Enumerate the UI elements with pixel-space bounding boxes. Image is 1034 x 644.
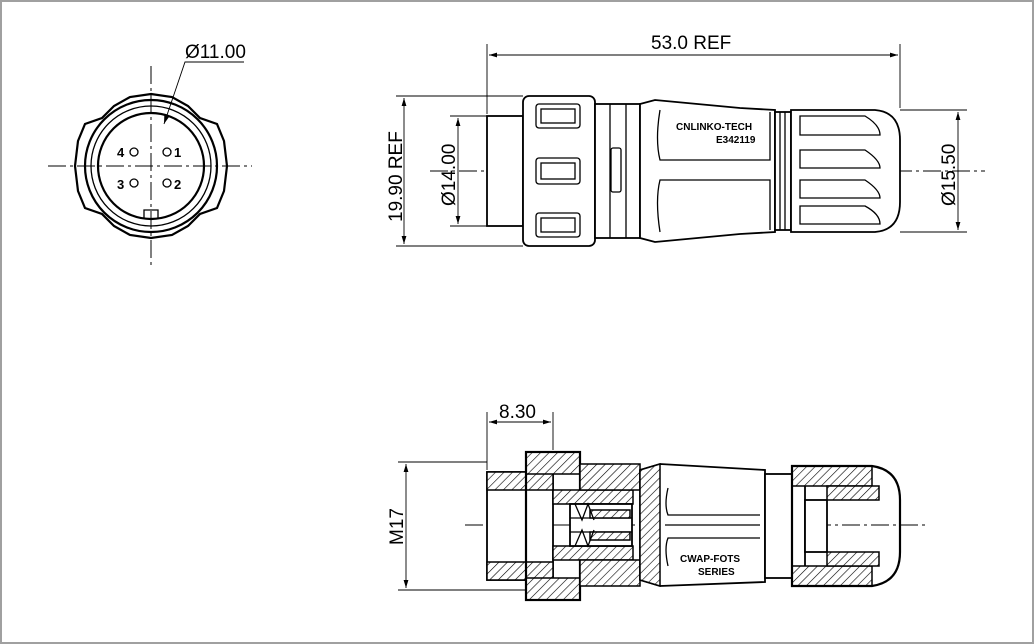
body-panel-line-top xyxy=(665,487,760,516)
contact-spring-bottom xyxy=(574,528,595,548)
front-diameter-label: Ø11.00 xyxy=(185,42,246,63)
locking-ring xyxy=(594,103,641,239)
nut-grip-top xyxy=(535,103,581,129)
nut-grip-mid xyxy=(535,157,581,185)
outer-ring xyxy=(83,98,219,234)
front-view: 4 1 3 2 Ø11.00 xyxy=(48,42,252,268)
thread-label: M17 xyxy=(387,508,408,545)
middle-ring xyxy=(90,105,212,227)
pin-label-2: 2 xyxy=(174,177,181,192)
pin-3 xyxy=(129,178,139,188)
nut-grip-bottom-inner xyxy=(540,217,576,233)
gland-diameter-label: Ø15.50 xyxy=(939,144,960,206)
brand-text: CNLINKO-TECH xyxy=(676,122,752,133)
nut-grip-bottom xyxy=(535,212,581,238)
contact-spring-top xyxy=(574,502,595,522)
gland-rib-1 xyxy=(799,115,881,136)
front-sleeve xyxy=(486,115,524,227)
pin-label-4: 4 xyxy=(117,145,125,160)
coupling-nut-outline xyxy=(73,92,229,240)
nut-wall-top xyxy=(525,451,581,475)
pin-2 xyxy=(162,178,172,188)
connector-body xyxy=(639,99,776,243)
nut-diameter-label: Ø14.00 xyxy=(439,144,460,206)
nut-grip-mid-inner xyxy=(540,162,576,180)
nut-grip-top-inner xyxy=(540,108,576,124)
gland-bottom xyxy=(791,565,873,587)
side-view: CNLINKO-TECH E342119 53.0 REF 19.90 REF … xyxy=(386,33,985,247)
series-line-2: SERIES xyxy=(698,567,735,578)
insert-top xyxy=(552,489,634,505)
length-label: 53.0 REF xyxy=(651,33,731,54)
section-view: CWAP-FOTS SERIES 8.30 M17 xyxy=(387,402,925,602)
diameter-leader xyxy=(163,61,244,125)
polarization-key xyxy=(143,209,159,219)
sleeve-wall-top xyxy=(486,471,554,491)
gland-rib-3 xyxy=(799,179,881,199)
body-wall xyxy=(639,462,661,588)
thread-ring xyxy=(774,111,792,231)
lock-window xyxy=(610,147,622,193)
insert-face xyxy=(96,111,206,221)
collar-bottom xyxy=(579,559,641,587)
gland-top xyxy=(791,465,873,487)
pin-label-3: 3 xyxy=(117,177,124,192)
contact-pin-2 xyxy=(589,531,631,541)
cable-tube xyxy=(804,499,828,553)
pin-1 xyxy=(162,147,172,157)
seal-bottom xyxy=(826,551,880,567)
seal-top xyxy=(826,485,880,501)
pin-label-1: 1 xyxy=(174,145,181,160)
collar-top xyxy=(579,463,641,491)
insert-bottom xyxy=(552,545,634,561)
sleeve-wall-bottom xyxy=(486,561,554,581)
body-panel-top xyxy=(656,109,771,161)
cert-text: E342119 xyxy=(716,135,756,146)
gland-rib-4 xyxy=(799,205,881,225)
body-panel-line-bottom xyxy=(665,537,760,567)
gland-section-outline xyxy=(790,464,902,588)
series-line-1: CWAP-FOTS xyxy=(680,554,740,565)
thread-section xyxy=(764,473,806,579)
contact-pin-1 xyxy=(589,509,631,519)
cable-gland xyxy=(790,109,901,233)
nut-wall-bottom xyxy=(525,577,581,601)
thread-length-label: 8.30 xyxy=(499,402,536,423)
coupling-nut xyxy=(522,95,596,247)
body-panel-bottom xyxy=(656,179,771,233)
height-label: 19.90 REF xyxy=(386,131,407,222)
pin-4 xyxy=(129,147,139,157)
gland-rib-2 xyxy=(799,149,881,169)
